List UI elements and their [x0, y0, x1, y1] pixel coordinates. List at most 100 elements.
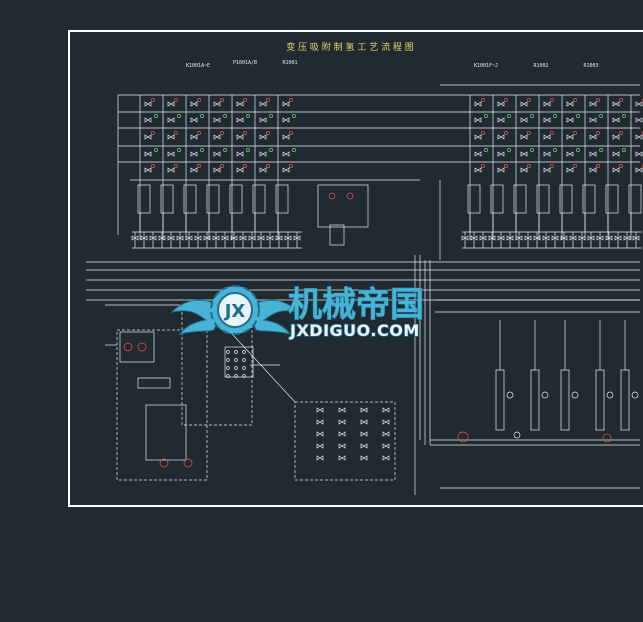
indicator-red: [550, 131, 554, 135]
pump-skid: [137, 377, 171, 389]
valve-icon: [144, 167, 152, 173]
valve-icon: [316, 455, 324, 461]
manifold-valve-icon: [614, 235, 622, 241]
valve-icon: [612, 151, 620, 157]
manifold-valve-icon: [167, 235, 175, 241]
valve-icon: [213, 134, 221, 140]
indicator-red: [220, 98, 224, 102]
manifold-valve-icon: [176, 235, 184, 241]
pump-icon: [606, 391, 614, 399]
indicator-red: [504, 131, 508, 135]
dryer-package: [294, 401, 396, 481]
manifold-valve-icon: [266, 235, 274, 241]
manifold-valve-icon: [284, 235, 292, 241]
indicator-red: [266, 98, 270, 102]
indicator-red: [550, 98, 554, 102]
valve-icon: [316, 443, 324, 449]
valve-icon: [360, 455, 368, 461]
instrument-bubble: [234, 358, 238, 362]
valve-icon: [497, 151, 505, 157]
valve-icon: [543, 134, 551, 140]
valve-icon: [635, 101, 643, 107]
pump-icon: [631, 391, 639, 399]
valve-icon: [236, 151, 244, 157]
instrument-bubble: [234, 350, 238, 354]
valve-icon: [144, 134, 152, 140]
instrument-bubble: [242, 366, 246, 370]
valve-icon: [190, 134, 198, 140]
instrument-bubble: [602, 433, 612, 443]
separator-package: [317, 184, 369, 228]
instrument-bubble: [242, 350, 246, 354]
valve-icon: [338, 419, 346, 425]
valve-icon: [190, 101, 198, 107]
adsorber-vessel: [513, 184, 527, 214]
indicator-red: [619, 131, 623, 135]
indicator-red: [289, 131, 293, 135]
valve-icon: [167, 167, 175, 173]
adsorber-vessel: [467, 184, 481, 214]
manifold-valve-icon: [623, 235, 631, 241]
indicator-green: [269, 114, 273, 118]
indicator-green: [177, 148, 181, 152]
indicator-red: [481, 98, 485, 102]
valve-icon: [282, 151, 290, 157]
valve-icon: [566, 134, 574, 140]
control-panel: [119, 331, 155, 363]
indicator-green: [269, 148, 273, 152]
valve-icon: [236, 101, 244, 107]
indicator-green: [292, 114, 296, 118]
manifold-valve-icon: [524, 235, 532, 241]
valve-icon: [612, 117, 620, 123]
indicator-green: [200, 148, 204, 152]
manifold-valve-icon: [578, 235, 586, 241]
indicator-red: [220, 131, 224, 135]
valve-icon: [612, 101, 620, 107]
valve-icon: [259, 151, 267, 157]
indicator-red: [619, 98, 623, 102]
indicator-red: [151, 98, 155, 102]
manifold-valve-icon: [131, 235, 139, 241]
indicator-red: [243, 164, 247, 168]
valve-icon: [360, 443, 368, 449]
indicator-green: [292, 148, 296, 152]
compressor-body: [145, 404, 187, 461]
indicator-red: [527, 164, 531, 168]
indicator-red: [504, 98, 508, 102]
wing-right-icon: [247, 299, 300, 335]
manifold-valve-icon: [185, 235, 193, 241]
adsorber-vessel: [605, 184, 619, 214]
drawing-title: 变 压 吸 附 制 氢 工 艺 流 程 图: [286, 41, 414, 53]
valve-icon: [612, 167, 620, 173]
tag-right-2: R1003: [583, 63, 598, 69]
valve-icon: [338, 431, 346, 437]
adsorber-vessel: [628, 184, 642, 214]
instrument-bubble: [234, 366, 238, 370]
valve-icon: [259, 101, 267, 107]
valve-icon: [282, 101, 290, 107]
valve-icon: [144, 151, 152, 157]
indicator-green: [484, 114, 488, 118]
instrument-bubble: [123, 342, 133, 352]
receiver-vessel: [530, 369, 540, 431]
valve-icon: [236, 134, 244, 140]
valve-icon: [520, 117, 528, 123]
adsorber-vessel: [160, 184, 174, 214]
indicator-red: [174, 164, 178, 168]
skid-boundary: [116, 329, 208, 481]
tag-left-2: R1001: [282, 60, 297, 66]
valve-icon: [144, 101, 152, 107]
valve-icon: [497, 167, 505, 173]
indicator-green: [553, 114, 557, 118]
instrument-bubble: [226, 358, 230, 362]
adsorber-vessel: [183, 184, 197, 214]
valve-icon: [259, 117, 267, 123]
valve-icon: [589, 101, 597, 107]
manifold-valve-icon: [479, 235, 487, 241]
indicator-red: [151, 164, 155, 168]
manifold-valve-icon: [569, 235, 577, 241]
valve-icon: [382, 455, 390, 461]
receiver-vessel: [560, 369, 570, 431]
valve-icon: [566, 101, 574, 107]
valve-icon: [236, 117, 244, 123]
